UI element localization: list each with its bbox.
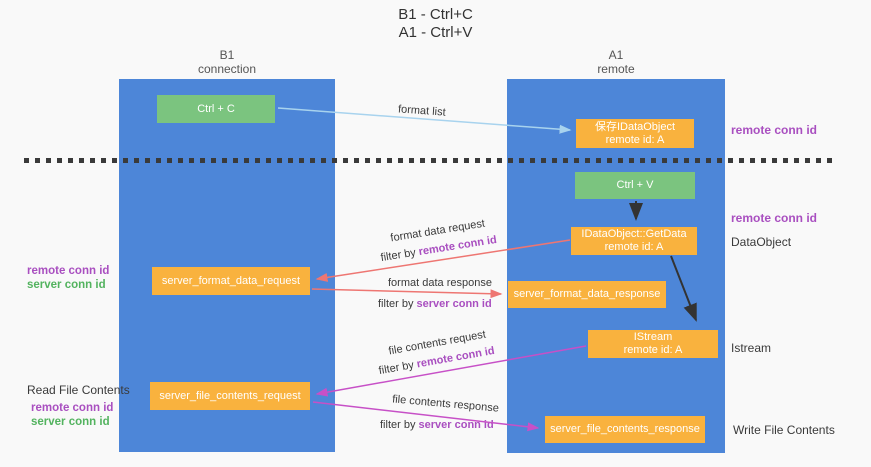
server-file-contents-request-label: server_file_contents_request: [159, 389, 301, 402]
left-remote-conn-id-2: remote conn id: [31, 402, 114, 414]
filter-by-text: filter by: [379, 246, 420, 265]
ctrl-v-label: Ctrl + V: [616, 179, 654, 191]
lane-b1-subtitle: connection: [197, 62, 257, 76]
right-write-file-contents-label: Write File Contents: [733, 423, 835, 437]
server-format-data-request-node: server_format_data_request: [152, 267, 310, 295]
left-server-conn-id-2: server conn id: [31, 416, 110, 428]
lane-a1-subtitle: remote: [597, 62, 635, 76]
right-dataobject-label: DataObject: [731, 235, 792, 249]
ctrl-c-node: Ctrl + C: [157, 95, 275, 123]
server-file-contents-request-node: server_file_contents_request: [150, 382, 310, 410]
getdata-node: IDataObject::GetData remote id: A: [571, 227, 697, 255]
server-format-data-request-label: server_format_data_request: [161, 274, 301, 287]
left-server-conn-id-1: server conn id: [27, 279, 106, 291]
server-file-contents-response-label: server_file_contents_response: [550, 423, 700, 435]
right-remote-conn-id-mid: remote conn id: [731, 211, 818, 225]
server-conn-id-text: server conn id: [418, 419, 494, 431]
lane-header-b1: B1 connection: [119, 48, 335, 76]
title-line-2: A1 - Ctrl+V: [398, 24, 473, 41]
filter-by-text: filter by: [380, 419, 419, 431]
server-file-contents-response-node: server_file_contents_response: [545, 416, 705, 443]
server-conn-id-text: server conn id: [416, 298, 492, 310]
filter-by-text: filter by: [377, 358, 418, 378]
lane-a1-title: A1: [608, 48, 624, 62]
lane-b1-title: B1: [219, 48, 235, 62]
istream-line1: IStream: [633, 331, 673, 343]
save-dataobject-line1: 保存IDataObject: [594, 120, 676, 133]
left-remote-conn-id-1: remote conn id: [27, 265, 110, 277]
filter-by-text: filter by: [378, 298, 417, 310]
copy-paste-divider: [24, 158, 834, 163]
ctrl-v-node: Ctrl + V: [575, 172, 695, 199]
istream-line2: remote id: A: [623, 344, 683, 356]
filter-by-server-conn-id-label-1: filter by server conn id: [378, 298, 492, 310]
left-read-file-contents-label: Read File Contents: [27, 383, 130, 397]
lane-header-a1: A1 remote: [507, 48, 725, 76]
save-dataobject-line2: remote id: A: [605, 133, 665, 146]
format-list-label: format list: [397, 103, 447, 119]
format-data-response-label: format data response: [388, 277, 492, 289]
right-istream-label: Istream: [731, 341, 772, 355]
getdata-line1: IDataObject::GetData: [581, 228, 687, 240]
server-format-data-response-node: server_format_data_response: [508, 281, 666, 308]
diagram-title: B1 - Ctrl+C A1 - Ctrl+V: [0, 6, 871, 42]
getdata-line2: remote id: A: [604, 241, 664, 253]
title-line-1: B1 - Ctrl+C: [398, 6, 473, 23]
server-format-data-response-label: server_format_data_response: [513, 288, 661, 300]
ctrl-c-label: Ctrl + C: [197, 102, 235, 115]
right-remote-conn-id-top: remote conn id: [731, 123, 818, 137]
save-dataobject-node: 保存IDataObject remote id: A: [576, 119, 694, 148]
filter-by-server-conn-id-label-2: filter by server conn id: [380, 419, 494, 431]
istream-node: IStream remote id: A: [588, 330, 718, 358]
format-data-response-arrow: [311, 288, 503, 299]
file-contents-response-label: file contents response: [391, 393, 500, 415]
